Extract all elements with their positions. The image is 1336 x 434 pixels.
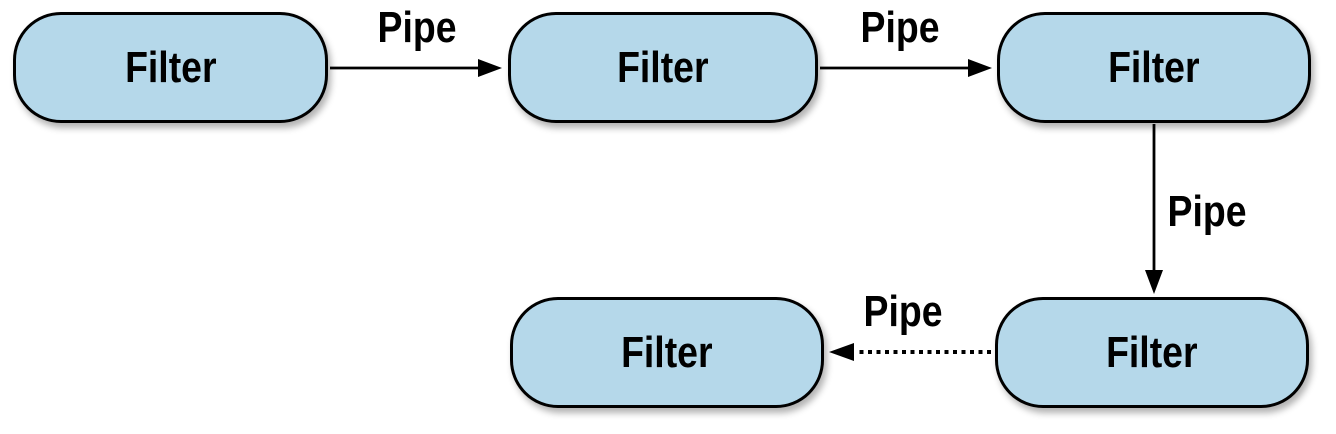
filter-node-4-label: Filter bbox=[1106, 327, 1198, 377]
filter-node-5-label: Filter bbox=[621, 327, 713, 377]
filter-node-1: Filter bbox=[13, 12, 328, 123]
pipe-arrow-3-head bbox=[1145, 270, 1163, 294]
filter-node-2-label: Filter bbox=[617, 42, 709, 92]
pipe-arrow-1-head bbox=[478, 59, 502, 77]
pipe-arrow-2-head bbox=[968, 59, 992, 77]
filter-node-1-label: Filter bbox=[124, 42, 217, 92]
filter-node-2: Filter bbox=[508, 12, 818, 123]
pipe-arrow-1 bbox=[330, 59, 502, 77]
filter-node-5: Filter bbox=[510, 297, 824, 408]
pipe-arrow-3 bbox=[1145, 124, 1163, 294]
filter-node-3-label: Filter bbox=[1108, 42, 1200, 92]
filter-node-3: Filter bbox=[997, 12, 1311, 123]
filter-node-4: Filter bbox=[995, 297, 1309, 408]
pipe-arrow-4-head bbox=[829, 343, 854, 361]
pipe-arrow-2 bbox=[820, 59, 992, 77]
pipe-label-4: Pipe bbox=[863, 287, 943, 336]
pipe-label-1: Pipe bbox=[377, 3, 457, 52]
pipe-arrow-4 bbox=[829, 343, 991, 361]
pipe-label-2: Pipe bbox=[860, 3, 940, 52]
pipe-label-3: Pipe bbox=[1167, 187, 1247, 236]
